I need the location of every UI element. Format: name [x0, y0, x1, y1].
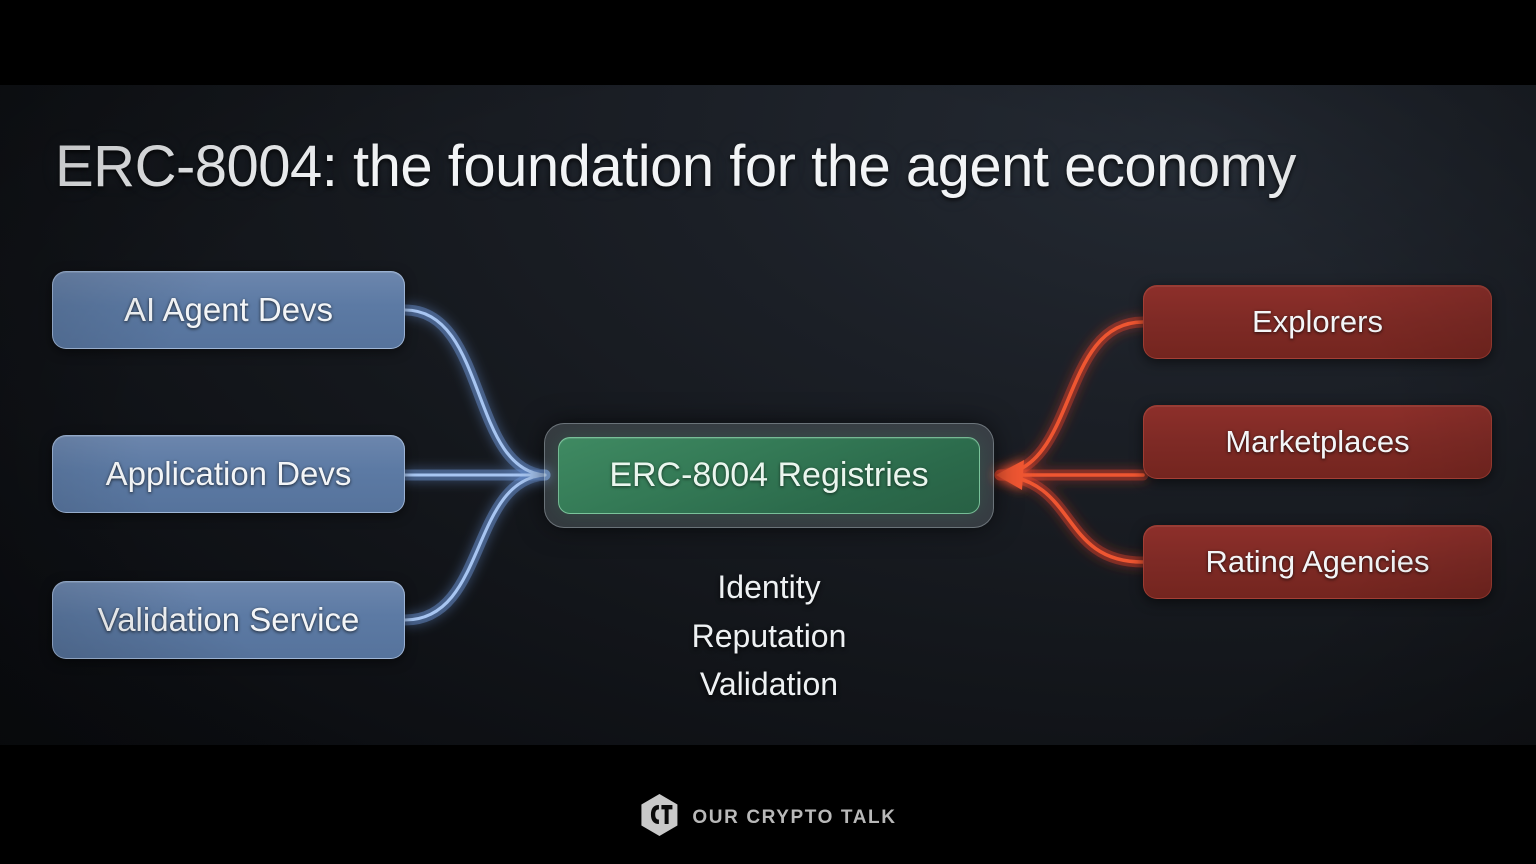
hub-label: ERC-8004 Registries: [609, 456, 929, 494]
hub-erc8004-registries[interactable]: ERC-8004 Registries: [544, 423, 994, 528]
node-label: Explorers: [1252, 304, 1383, 339]
node-marketplaces[interactable]: Marketplaces: [1143, 405, 1492, 479]
node-validation-service[interactable]: Validation Service: [52, 581, 405, 659]
hub-sub-validation: Validation: [699, 666, 839, 703]
hub-sub-reputation: Reputation: [691, 617, 847, 654]
node-application-devs[interactable]: Application Devs: [52, 435, 405, 513]
node-ai-agent-devs[interactable]: AI Agent Devs: [52, 271, 405, 349]
node-label: Validation Service: [97, 601, 360, 638]
hub-sub-identity: Identity: [717, 569, 821, 605]
letterbox-top: [0, 0, 1536, 85]
watermark-brand: OUR CRYPTO TALK: [692, 806, 897, 828]
node-rating-agencies[interactable]: Rating Agencies: [1143, 525, 1492, 599]
node-label: AI Agent Devs: [123, 291, 334, 328]
watermark: OUR CRYPTO TALK: [639, 793, 896, 842]
node-label: Marketplaces: [1225, 424, 1410, 459]
letterbox-bottom: [0, 745, 1536, 864]
video-content-frame: ERC-8004: the foundation for the agent e…: [0, 85, 1536, 745]
hexagon-oct-logo-icon: [639, 793, 679, 842]
node-label: Application Devs: [105, 455, 352, 492]
node-label: Rating Agencies: [1205, 544, 1430, 579]
slide-title: ERC-8004: the foundation for the agent e…: [55, 134, 1296, 199]
hub-inner: ERC-8004 Registries: [558, 437, 980, 514]
node-explorers[interactable]: Explorers: [1143, 285, 1492, 359]
hub-sub-labels: Identity Reputation Validation: [544, 563, 994, 709]
